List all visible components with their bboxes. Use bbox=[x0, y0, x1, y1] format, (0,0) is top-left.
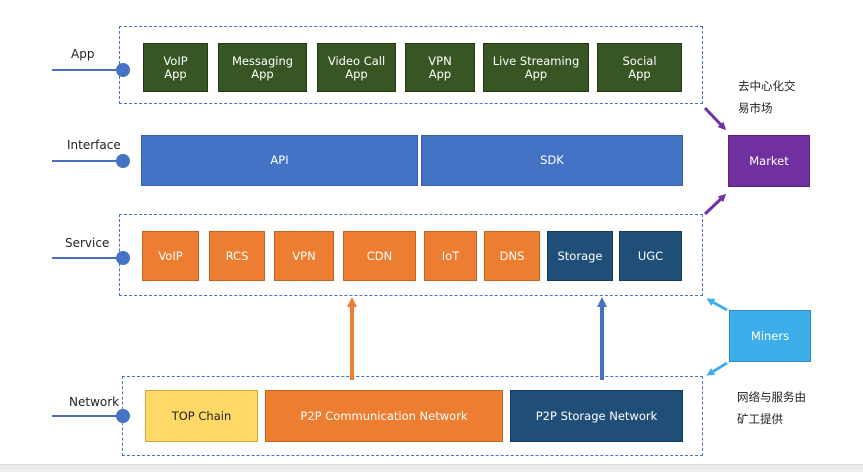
layer-label-interface: Interface bbox=[67, 138, 121, 152]
service-box-vpn: VPN bbox=[274, 231, 334, 281]
network-layer-container bbox=[122, 376, 703, 456]
miners-box: Miners bbox=[729, 310, 811, 362]
arrow-miners-to-network bbox=[706, 361, 728, 376]
network-box-p2p-storage: P2P Storage Network bbox=[510, 390, 683, 442]
service-box-iot: IoT bbox=[424, 231, 477, 281]
miners-caption-line2: 矿工提供 bbox=[737, 412, 783, 426]
interface-box-sdk: SDK bbox=[421, 135, 683, 186]
arrow-service-to-market bbox=[703, 193, 727, 216]
layer-line-service bbox=[52, 257, 120, 259]
interface-box-api: API bbox=[141, 135, 418, 186]
layer-line-interface bbox=[52, 160, 120, 162]
layer-label-service: Service bbox=[65, 236, 110, 250]
arrow-miners-to-service bbox=[706, 298, 728, 312]
service-layer-container bbox=[119, 214, 703, 296]
app-layer-container bbox=[119, 26, 703, 104]
miners-caption-line1: 网络与服务由 bbox=[737, 390, 806, 404]
app-box-vpn: VPN App bbox=[405, 43, 475, 92]
bottom-bar bbox=[0, 464, 863, 472]
market-caption-line2: 易市场 bbox=[738, 101, 773, 115]
service-box-voip: VoIP bbox=[142, 231, 199, 281]
layer-dot-network bbox=[116, 409, 130, 423]
service-box-cdn: CDN bbox=[343, 231, 416, 281]
app-box-voip: VoIP App bbox=[143, 43, 208, 92]
app-box-live-streaming: Live Streaming App bbox=[483, 43, 589, 92]
network-box-p2p-communication: P2P Communication Network bbox=[265, 390, 503, 442]
layer-label-app: App bbox=[71, 47, 95, 61]
market-box: Market bbox=[728, 135, 810, 187]
market-caption-line1: 去中心化交 bbox=[738, 79, 796, 93]
app-box-messaging: Messaging App bbox=[218, 43, 307, 92]
service-box-dns: DNS bbox=[484, 231, 540, 281]
arrow-app-to-market bbox=[703, 106, 727, 131]
app-box-social: Social App bbox=[597, 43, 682, 92]
network-box-top-chain: TOP Chain bbox=[145, 390, 258, 442]
service-box-rcs: RCS bbox=[209, 231, 265, 281]
layer-label-network: Network bbox=[69, 395, 120, 409]
miners-caption: 网络与服务由 矿工提供 bbox=[737, 386, 806, 430]
service-box-storage: Storage bbox=[547, 231, 613, 281]
layer-line-app bbox=[52, 69, 120, 71]
app-box-video-call: Video Call App bbox=[317, 43, 396, 92]
service-box-ugc: UGC bbox=[619, 231, 682, 281]
layer-dot-interface bbox=[116, 154, 130, 168]
market-caption: 去中心化交 易市场 bbox=[738, 75, 796, 119]
layer-line-network bbox=[52, 415, 120, 417]
